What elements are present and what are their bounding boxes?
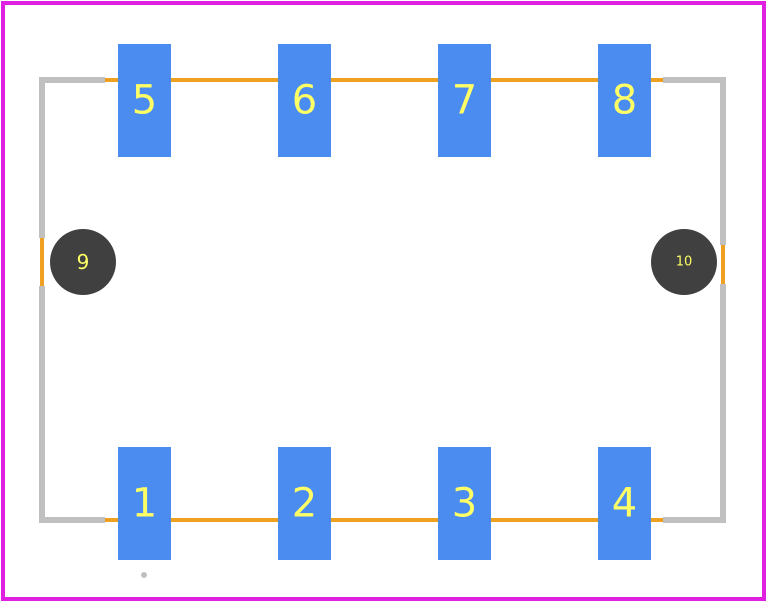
mounting-hole-circle xyxy=(50,229,116,295)
smd-pad-rect xyxy=(438,44,491,157)
silk-top-left xyxy=(39,77,105,238)
pad-label: 7 xyxy=(452,78,477,124)
smd-pad-rect xyxy=(118,44,171,157)
pad-label: 8 xyxy=(612,78,637,124)
pad-label: 3 xyxy=(452,481,477,527)
pad-label: 6 xyxy=(292,78,317,124)
silk-top-right xyxy=(663,77,726,245)
pad-label: 2 xyxy=(292,481,317,527)
mounting-hole-circle xyxy=(651,229,717,295)
pad-5: 5 xyxy=(118,44,171,157)
pad-8: 8 xyxy=(598,44,651,157)
pad-label: 5 xyxy=(132,78,157,124)
pad-label: 10 xyxy=(676,255,693,270)
pads-layer: 1 2 3 4 5 6 7 8 9 10 xyxy=(50,44,717,560)
smd-pad-rect xyxy=(278,44,331,157)
smd-pad-rect xyxy=(598,447,651,560)
pad-label: 9 xyxy=(77,250,90,274)
smd-pad-rect xyxy=(278,447,331,560)
pad-1: 1 xyxy=(118,447,171,560)
smd-pad-rect xyxy=(438,447,491,560)
silkscreen-outline xyxy=(39,77,726,523)
fab-outline xyxy=(40,78,725,522)
pad-6: 6 xyxy=(278,44,331,157)
pad-label: 1 xyxy=(132,481,157,527)
pad-2: 2 xyxy=(278,447,331,560)
pad-label: 4 xyxy=(612,481,637,527)
pin1-dot xyxy=(141,572,147,578)
pad-10: 10 xyxy=(651,229,717,295)
pad-9: 9 xyxy=(50,229,116,295)
pad-7: 7 xyxy=(438,44,491,157)
pin1-marker xyxy=(141,572,147,578)
silk-bottom-right xyxy=(663,284,726,523)
smd-pad-rect xyxy=(598,44,651,157)
pad-4: 4 xyxy=(598,447,651,560)
smd-pad-rect xyxy=(118,447,171,560)
silk-bottom-left xyxy=(39,286,105,523)
pad-3: 3 xyxy=(438,447,491,560)
